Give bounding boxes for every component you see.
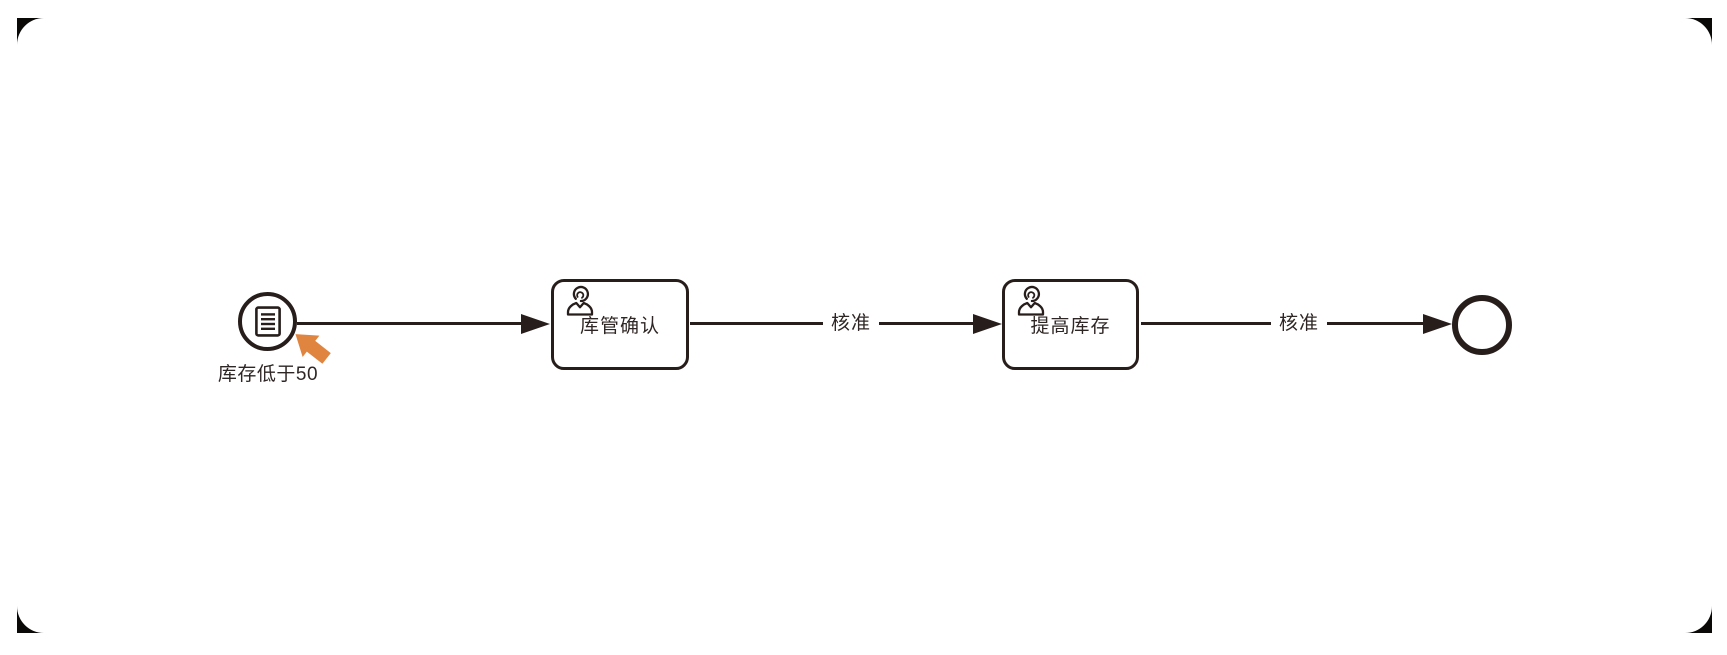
task-warehouse-confirm[interactable]: 库管确认 [551, 279, 689, 370]
conditional-document-icon [254, 306, 281, 337]
sequence-flow-3-label[interactable]: 核准 [1270, 311, 1328, 337]
user-icon [1017, 285, 1045, 316]
sequence-flow-2-label[interactable]: 核准 [822, 311, 880, 337]
task-increase-inventory[interactable]: 提高库存 [1002, 279, 1139, 370]
mouse-cursor-arrow-icon [295, 334, 331, 364]
sequence-flow-2-arrowhead [973, 314, 1002, 334]
start-event[interactable] [238, 292, 297, 351]
end-event[interactable] [1452, 295, 1512, 355]
task-label: 库管确认 [579, 316, 660, 337]
sequence-flow-1-arrowhead [521, 314, 550, 334]
sequence-flow-1-line[interactable] [297, 322, 523, 325]
task-label: 提高库存 [1030, 316, 1111, 337]
sequence-flow-3-arrowhead [1423, 314, 1452, 334]
user-icon [566, 285, 594, 316]
start-event-label[interactable]: 库存低于50 [217, 364, 319, 385]
